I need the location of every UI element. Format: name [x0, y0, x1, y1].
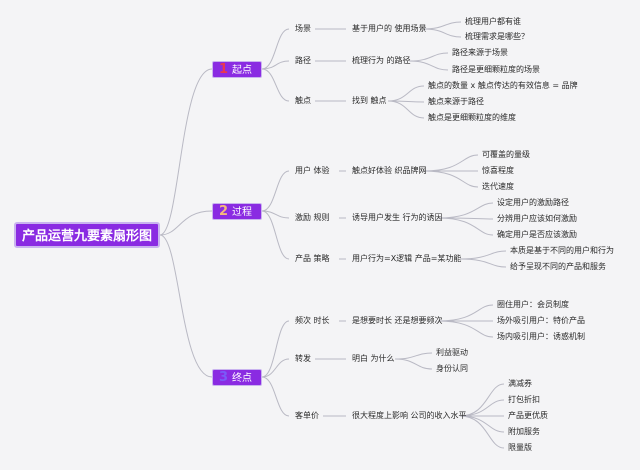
leaf-node[interactable]: 路径是更细颗粒度的场景 — [452, 65, 540, 74]
leaf-node[interactable]: 本质是基于不同的用户和行为 — [510, 246, 614, 255]
mid-to-leaf-line — [409, 52, 449, 62]
leaf-node[interactable]: 触点来源于路径 — [428, 97, 484, 106]
leaf-node[interactable]: 限量版 — [508, 443, 532, 452]
leaf-node[interactable]: 给予呈现不同的产品和服务 — [510, 262, 606, 271]
mid-to-leaf-line — [387, 100, 425, 119]
mid-to-leaf-line — [438, 320, 494, 338]
branch-node[interactable]: 用户 体验 — [295, 166, 330, 175]
leaf-node[interactable]: 满减券 — [508, 379, 532, 388]
leaf-node[interactable]: 可覆盖的量级 — [482, 150, 530, 159]
stage-to-branch-line — [261, 376, 290, 417]
mid-to-leaf-line — [459, 383, 505, 417]
stage-number: 3 — [219, 370, 229, 385]
leaf-node[interactable]: 设定用户的激励路径 — [497, 198, 569, 207]
stage-number: 1 — [219, 62, 229, 77]
mid-to-leaf-line — [395, 352, 433, 360]
stage-to-branch-line — [261, 358, 290, 378]
leaf-node[interactable]: 确定用户是否应该激励 — [497, 230, 577, 239]
stage-label: 过程 — [232, 207, 253, 218]
stage-number: 2 — [219, 204, 229, 219]
mid-to-leaf-line — [438, 202, 494, 219]
leaf-node[interactable]: 梳理用户都有谁 — [465, 17, 521, 26]
branch-node[interactable]: 路径 — [295, 56, 311, 65]
leaf-node[interactable]: 产品更优质 — [508, 411, 548, 420]
stage-to-branch-line — [261, 28, 290, 70]
leaf-node[interactable]: 附加服务 — [508, 427, 540, 436]
leaf-node[interactable]: 迭代速度 — [482, 182, 514, 191]
stage-to-branch-line — [261, 320, 290, 378]
mid-to-leaf-line — [423, 154, 479, 172]
leaf-node[interactable]: 路径来源于场景 — [452, 48, 508, 57]
mid-node[interactable]: 诱导用户发生 行为的诱因 — [352, 213, 443, 222]
leaf-node[interactable]: 触点是更细颗粒度的维度 — [428, 113, 516, 122]
leaf-node[interactable]: 分辨用户应该如何激励 — [497, 214, 577, 223]
branch-node[interactable]: 激励 规则 — [295, 213, 330, 222]
root-to-stage-line — [159, 234, 213, 378]
mid-to-leaf-line — [409, 60, 449, 71]
leaf-node[interactable]: 身份认同 — [436, 364, 468, 373]
leaf-node[interactable]: 利益驱动 — [436, 348, 468, 357]
branch-node[interactable]: 产品 策略 — [295, 254, 330, 263]
mid-to-leaf-line — [387, 85, 425, 102]
mid-node[interactable]: 梳理行为 的路径 — [352, 56, 411, 65]
branch-node[interactable]: 转发 — [295, 354, 311, 363]
leaf-node[interactable]: 场外吸引用户：特价产品 — [497, 316, 585, 325]
stage-to-branch-line — [261, 210, 290, 219]
branch-node[interactable]: 场景 — [295, 24, 311, 33]
stage-to-branch-line — [261, 68, 290, 102]
root-to-stage-line — [159, 68, 213, 236]
root-node[interactable]: 产品运营九要素扇形图 — [14, 222, 160, 248]
mid-to-leaf-line — [423, 28, 462, 38]
leaf-node[interactable]: 梳理需求是哪些？ — [465, 32, 529, 41]
mid-node[interactable]: 触点好体验 织品牌网 — [352, 166, 427, 175]
stage-to-branch-line — [261, 60, 290, 70]
branch-node[interactable]: 客单价 — [295, 411, 319, 420]
leaf-node[interactable]: 场内吸引用户：诱惑机制 — [497, 332, 585, 341]
mid-to-leaf-line — [438, 217, 494, 236]
mid-to-leaf-line — [395, 358, 433, 370]
leaf-node[interactable]: 惊喜程度 — [482, 166, 514, 175]
branch-node[interactable]: 频次 时长 — [295, 316, 330, 325]
mid-to-leaf-line — [423, 170, 479, 188]
mid-node[interactable]: 基于用户的 使用场景 — [352, 24, 427, 33]
leaf-node[interactable]: 圈住用户：会员制度 — [497, 300, 569, 309]
mid-node[interactable]: 是想要时长 还是想要频次 — [352, 316, 443, 325]
leaf-node[interactable]: 触点的数量 x 触点传达的有效信息 = 品牌 — [428, 81, 578, 90]
stage-to-branch-line — [261, 210, 290, 260]
mid-to-leaf-line — [459, 250, 507, 260]
mid-node[interactable]: 明白 为什么 — [352, 354, 395, 363]
mid-to-leaf-line — [423, 21, 462, 30]
mid-to-leaf-line — [438, 304, 494, 322]
mid-node[interactable]: 找到 触点 — [352, 96, 387, 105]
branch-node[interactable]: 触点 — [295, 96, 311, 105]
stage-label: 起点 — [232, 65, 253, 76]
mid-to-leaf-line — [459, 415, 505, 449]
stage-to-branch-line — [261, 170, 290, 212]
mid-node[interactable]: 用户行为=X逻辑 产品=某功能 — [352, 254, 462, 263]
leaf-node[interactable]: 打包折扣 — [508, 395, 540, 404]
mid-to-leaf-line — [459, 258, 507, 268]
stage-label: 终点 — [232, 373, 253, 384]
mid-node[interactable]: 很大程度上影响 公司的收入水平 — [352, 411, 467, 420]
root-to-stage-line — [159, 210, 213, 236]
